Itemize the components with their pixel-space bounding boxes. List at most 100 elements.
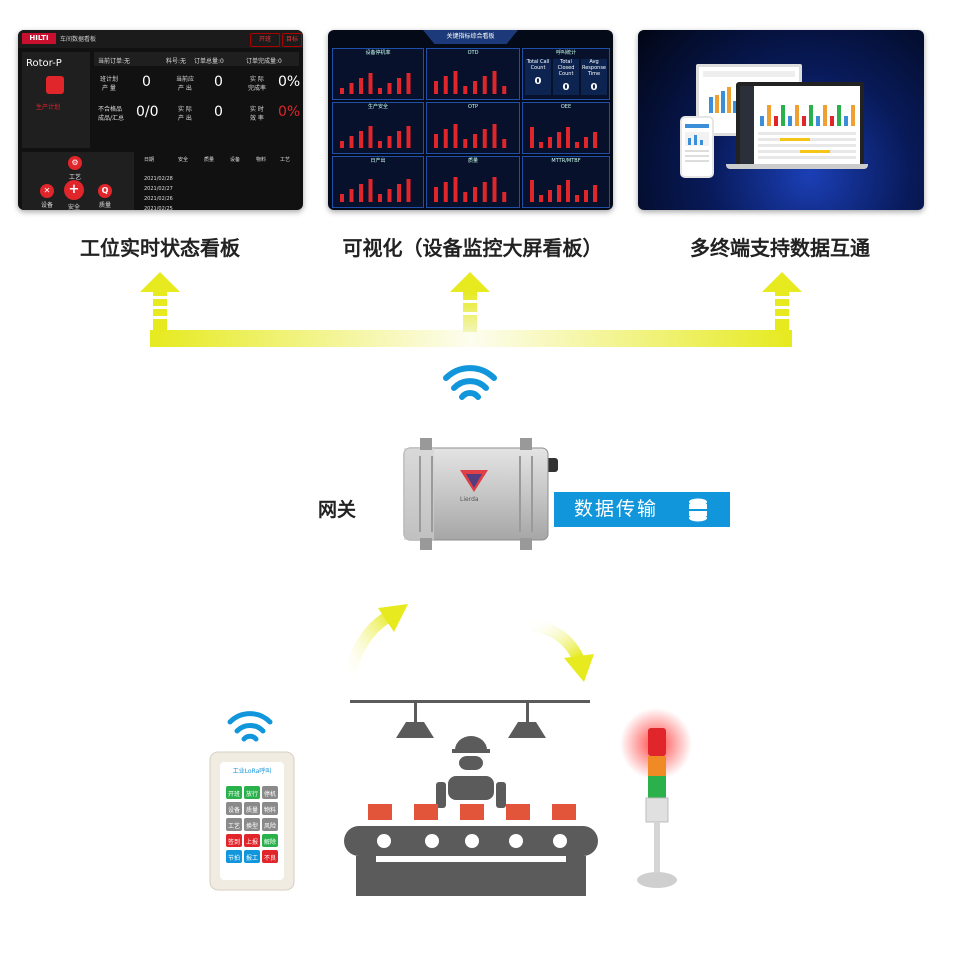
craft-icon[interactable]: ⚙: [68, 156, 82, 170]
metric-label: 实 际: [178, 106, 192, 113]
handheld-key: [262, 834, 278, 847]
laptop-bar: [830, 116, 834, 126]
conveyor: [344, 804, 598, 896]
handheld-key-label[interactable]: 不良: [263, 855, 276, 862]
kpi-mini-bar: [566, 180, 570, 202]
handheld-key-label[interactable]: 设备: [227, 807, 240, 814]
laptop-bar: [774, 116, 778, 126]
metric-value: 0: [214, 104, 223, 120]
metric-label: 不合格品: [98, 106, 123, 113]
handheld-key: [226, 834, 242, 847]
table-header-cell: 质量: [204, 157, 215, 163]
handheld-key: [262, 818, 278, 831]
phone-screen: [680, 116, 714, 178]
order-done-text: 订单完成量:0: [246, 58, 282, 65]
laptop-bar: [760, 116, 764, 126]
kpi-mini-bar: [575, 142, 579, 148]
kpi-mini-bar: [575, 195, 579, 202]
kpi-mini-bar: [443, 129, 448, 148]
kpi-mini-bar: [492, 177, 497, 202]
metric-label: 实 际: [250, 76, 264, 83]
conveyor-roller: [553, 834, 567, 848]
open-shift-button[interactable]: 开班: [250, 33, 280, 47]
kpi-mini-bar: [482, 129, 487, 148]
laptop-screen: [736, 82, 864, 168]
laptop-bar: [802, 116, 806, 126]
kpi-mini-chart: [434, 71, 507, 94]
handheld-key-label[interactable]: 换型: [245, 823, 258, 830]
multi-device-panel: [638, 30, 924, 210]
kpi-cell-title: 设备停机率: [365, 50, 391, 56]
conveyor-roller: [377, 834, 391, 848]
conveyor-box: [506, 804, 530, 820]
kpi-mini-bar: [434, 81, 438, 94]
kpi-cell-title: OEE: [560, 104, 572, 110]
handheld-key-label[interactable]: 上报: [245, 839, 258, 846]
kpi-mini-bar: [387, 136, 392, 148]
handheld-key-label[interactable]: 报工: [245, 855, 258, 862]
icon-label: 质量: [99, 202, 112, 209]
handheld-key: [226, 802, 242, 815]
ceiling-rail: [350, 700, 590, 703]
kpi-cell-title: 质量: [467, 158, 478, 164]
table-header-cell: 安全: [178, 157, 189, 163]
laptop-bar: [781, 105, 785, 126]
kpi-tile-value: 0: [534, 76, 542, 87]
handheld-key-label[interactable]: 质量: [245, 807, 258, 814]
data-transfer-label: 数据传输: [574, 498, 659, 520]
kpi-mini-bar: [349, 83, 354, 94]
kpi-mini-bar: [530, 180, 534, 202]
handheld-key-label[interactable]: 开班: [227, 791, 240, 798]
handheld-key-label[interactable]: 放行: [245, 791, 258, 798]
icon-label: 工艺: [69, 174, 82, 181]
handheld-key-label[interactable]: 工艺: [227, 823, 240, 830]
up-arrow-left: [140, 272, 180, 332]
target-button[interactable]: 目标: [282, 33, 302, 47]
phone-chart: [685, 124, 709, 162]
kpi-mini-bar: [359, 184, 363, 202]
laptop-bar: [795, 105, 799, 126]
handheld-key-label[interactable]: 签到: [227, 839, 240, 846]
handheld-key-label[interactable]: 解除: [263, 839, 276, 846]
kpi-mini-chart: [434, 124, 507, 148]
kpi-mini-chart: [530, 127, 597, 148]
metric-label: 产 出: [178, 85, 192, 92]
kpi-mini-bar: [482, 76, 487, 94]
laptop-bar: [809, 105, 813, 126]
quality-q-icon[interactable]: Q: [98, 184, 112, 198]
kpi-mini-bar: [473, 81, 477, 94]
kpi-mini-bar: [340, 194, 344, 202]
wrench-icon[interactable]: ✕: [40, 184, 54, 198]
handheld-key: [244, 802, 260, 815]
table-row-date: 2021/02/28: [144, 176, 173, 182]
conveyor-box: [552, 804, 576, 820]
kpi-cell-title: OTD: [467, 50, 479, 56]
handheld-key-label[interactable]: 停机: [263, 791, 276, 798]
handheld-key-label[interactable]: 物料: [263, 807, 276, 814]
curved-arrow-up: [342, 604, 408, 682]
handheld-key: [262, 802, 278, 815]
metric-label: 产 量: [102, 85, 116, 92]
kpi-mini-bar: [387, 83, 392, 94]
kpi-mini-bar: [557, 132, 561, 148]
kpi-mini-bar: [548, 137, 552, 148]
safety-cross-icon[interactable]: +: [64, 180, 84, 200]
table-header-cell: 工艺: [280, 157, 291, 163]
kpi-tile-value: 0: [590, 82, 598, 93]
handheld-key: [226, 786, 242, 799]
kpi-mini-bar: [463, 192, 468, 202]
metric-value: 0: [142, 74, 151, 90]
handheld-key-label[interactable]: 节拍: [227, 855, 240, 862]
handheld-key-label[interactable]: 风险: [263, 823, 276, 830]
kpi-mini-chart: [340, 73, 411, 94]
handheld-key: [226, 818, 242, 831]
gateway-label: 网关: [318, 499, 357, 521]
kpi-cell: 日产出: [332, 156, 424, 208]
kpi-mini-bar: [473, 134, 477, 148]
kpi-cell: OTP: [426, 102, 520, 154]
kpi-mini-bar: [548, 190, 552, 202]
table-header-cell: 日期: [144, 157, 155, 163]
handheld-key: [244, 786, 260, 799]
